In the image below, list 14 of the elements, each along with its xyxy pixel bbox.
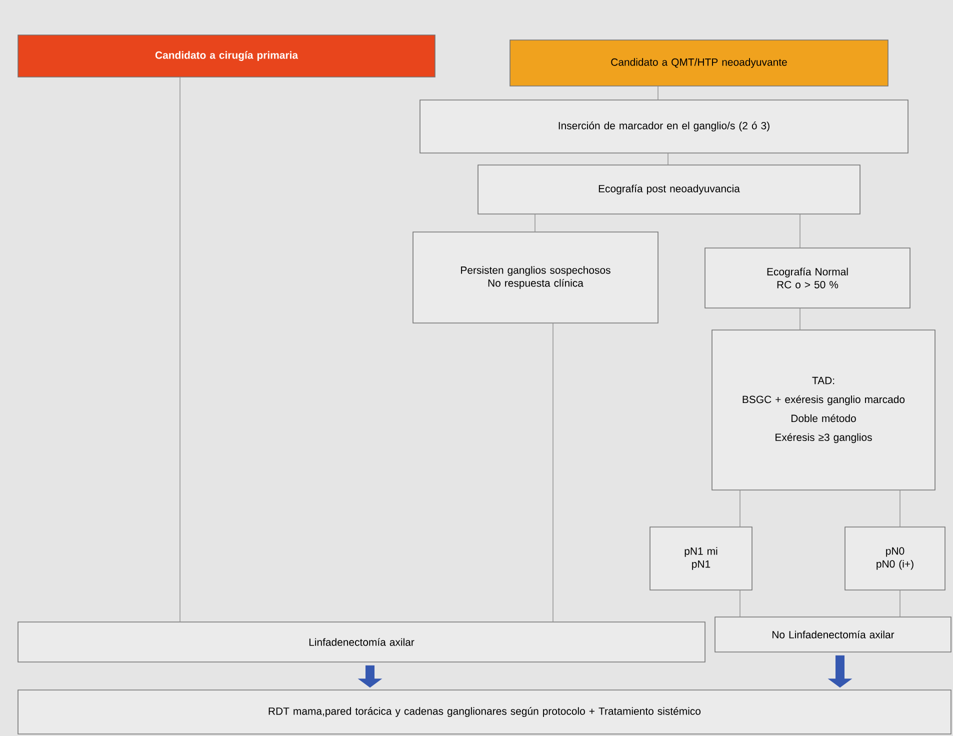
connector-line bbox=[534, 214, 536, 232]
result-box: pN0 pN0 (i+) bbox=[844, 526, 946, 590]
process-box: Persisten ganglios sospechosos No respuesta clínica bbox=[412, 232, 658, 324]
process-box: No Linfadenectomía axilar bbox=[714, 616, 952, 652]
result-box: pN1 mi pN1 bbox=[650, 526, 752, 590]
process-box: Linfadenectomía axilar bbox=[18, 622, 706, 662]
process-box: Ecografía post neoadyuvancia bbox=[478, 164, 860, 214]
process-box: Ecografía Normal RC o > 50 % bbox=[704, 248, 910, 308]
process-box: TAD: BSGC + exéresis ganglio marcado Doble método Exéresis ≥3 ganglios bbox=[712, 330, 936, 490]
process-box: RDT mama,pared torácica y cadenas ganglionares según protocolo + Tratamiento sistémico bbox=[18, 690, 952, 734]
process-box: Inserción de marcador en el ganglio/s (2 ó 3) bbox=[420, 100, 908, 154]
heading-box: Candidato a cirugía primaria bbox=[18, 34, 436, 78]
heading-box: Candidato a QMT/HTP neoadyuvante bbox=[510, 40, 888, 86]
connector-line bbox=[552, 323, 554, 622]
